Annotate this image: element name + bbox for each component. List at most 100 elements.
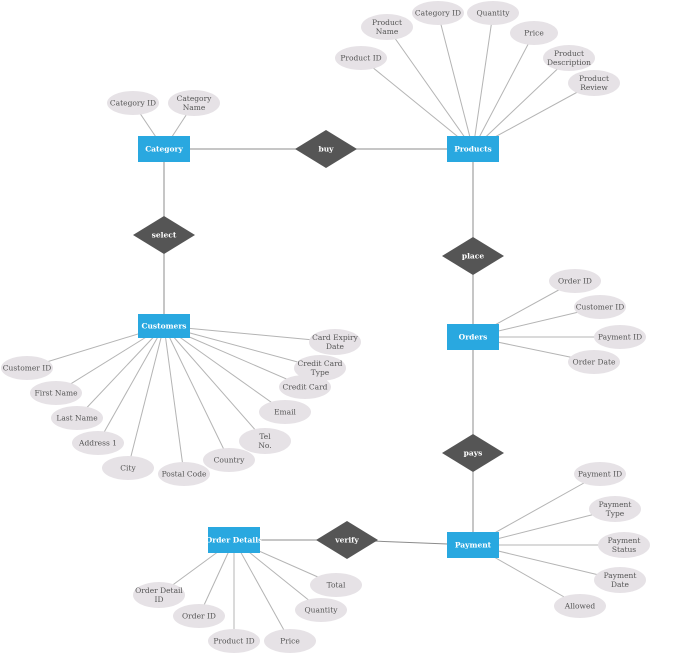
attribute-label: Quantity [477, 9, 511, 18]
attribute-label-line-2: Name [183, 103, 206, 112]
attribute-label: Customer ID [576, 303, 624, 312]
attribute-shape [412, 1, 464, 25]
entity-orders: Orders [447, 324, 499, 350]
attribute-label-line-1: Payment [599, 500, 632, 509]
attribute-products-category-id: Category ID [412, 1, 464, 25]
relationship-label: pays [464, 449, 483, 458]
attribute-label: Order ID [182, 612, 216, 621]
attribute-shape [467, 1, 519, 25]
attribute-shape [107, 91, 159, 115]
attribute-shape [295, 598, 347, 622]
attribute-label-line-1: Order Detail [135, 586, 183, 595]
attribute-customers-customer-id: Customer ID [1, 356, 53, 380]
attribute-label: Last Name [56, 414, 98, 423]
relationship-buy: buy [295, 130, 357, 168]
attribute-label-line-2: Type [311, 368, 330, 377]
attribute-shape [203, 448, 255, 472]
attribute-shape [158, 462, 210, 486]
attribute-label: Category ID [110, 99, 156, 108]
attribute-label: Credit Card [283, 383, 328, 392]
attribute-shape [310, 573, 362, 597]
attribute-products-price: Price [510, 21, 558, 45]
attribute-label-line-2: Date [611, 580, 629, 589]
customers-address-1-line [97, 325, 165, 444]
attribute-payment-allowed: Allowed [554, 594, 606, 618]
customers-tel-no-line [163, 325, 266, 442]
attribute-customers-credit-card: Credit Card [279, 375, 331, 399]
order-details-price-line [233, 539, 291, 642]
attribute-label: Quantity [305, 606, 339, 615]
relationship-label: place [462, 252, 485, 261]
attribute-label: Order ID [558, 277, 592, 286]
attribute-shape [173, 604, 225, 628]
products-product-description-line [472, 57, 570, 150]
attribute-label-line-2: Status [612, 545, 636, 554]
customers-email-line [163, 325, 286, 413]
attribute-label: Postal Code [162, 470, 207, 479]
products-product-name-line [386, 26, 474, 150]
entity-category: Category [138, 136, 190, 162]
attribute-order-details-price: Price [264, 629, 316, 653]
attribute-label: Price [524, 29, 544, 38]
attribute-order-details-product-id: Product ID [208, 629, 260, 653]
attribute-products-product-id: Product ID [335, 46, 387, 70]
attribute-shape [510, 21, 558, 45]
attribute-products-quantity: Quantity [467, 1, 519, 25]
attribute-label-line-1: Payment [608, 536, 641, 545]
attribute-label-line-2: No. [258, 441, 271, 450]
customers-city-line [127, 325, 165, 469]
relationship-verify: verify [316, 521, 378, 559]
attribute-customers-country: Country [203, 448, 255, 472]
relationship-shape [442, 237, 504, 275]
attribute-label: Order Date [573, 358, 616, 367]
attribute-shape [133, 582, 185, 608]
attribute-label: City [120, 464, 136, 473]
attribute-customers-address-1: Address 1 [72, 431, 124, 455]
attribute-label-line-1: Credit Card [298, 359, 343, 368]
attribute-shape [264, 629, 316, 653]
attribute-label-line-2: Review [580, 83, 608, 92]
entity-shape [447, 136, 499, 162]
attribute-label-line-1: Product [372, 18, 402, 27]
attribute-shape [574, 462, 626, 486]
attribute-customers-city: City [102, 456, 154, 480]
entity-shape [138, 314, 190, 338]
attribute-order-details-order-id: Order ID [173, 604, 225, 628]
attribute-shape [549, 269, 601, 293]
attribute-label: Address 1 [78, 439, 117, 448]
attribute-order-details-quantity: Quantity [295, 598, 347, 622]
attribute-shape [168, 90, 220, 116]
attribute-category-category-id: Category ID [107, 91, 159, 115]
attribute-shape [594, 567, 646, 593]
entity-products: Products [447, 136, 499, 162]
attribute-label-line-2: Date [326, 342, 344, 351]
entity-shape [138, 136, 190, 162]
relationship-label: buy [318, 145, 334, 154]
entity-label: Order Details [206, 536, 263, 545]
attribute-shape [279, 375, 331, 399]
attribute-order-details-total: Total [310, 573, 362, 597]
attribute-shape [30, 381, 82, 405]
attribute-shape [1, 356, 53, 380]
attribute-shape [51, 406, 103, 430]
attribute-label-line-1: Card Expiry [312, 333, 358, 342]
relationship-label: verify [334, 536, 359, 545]
attribute-customers-first-name: First Name [30, 381, 82, 405]
relationship-shape [442, 434, 504, 472]
attribute-shape [543, 45, 595, 71]
entity-shape [447, 324, 499, 350]
entity-shape [447, 532, 499, 558]
customers-postal-code-line [163, 325, 185, 475]
attribute-shape [598, 532, 650, 558]
attribute-orders-order-date: Order Date [568, 350, 620, 374]
